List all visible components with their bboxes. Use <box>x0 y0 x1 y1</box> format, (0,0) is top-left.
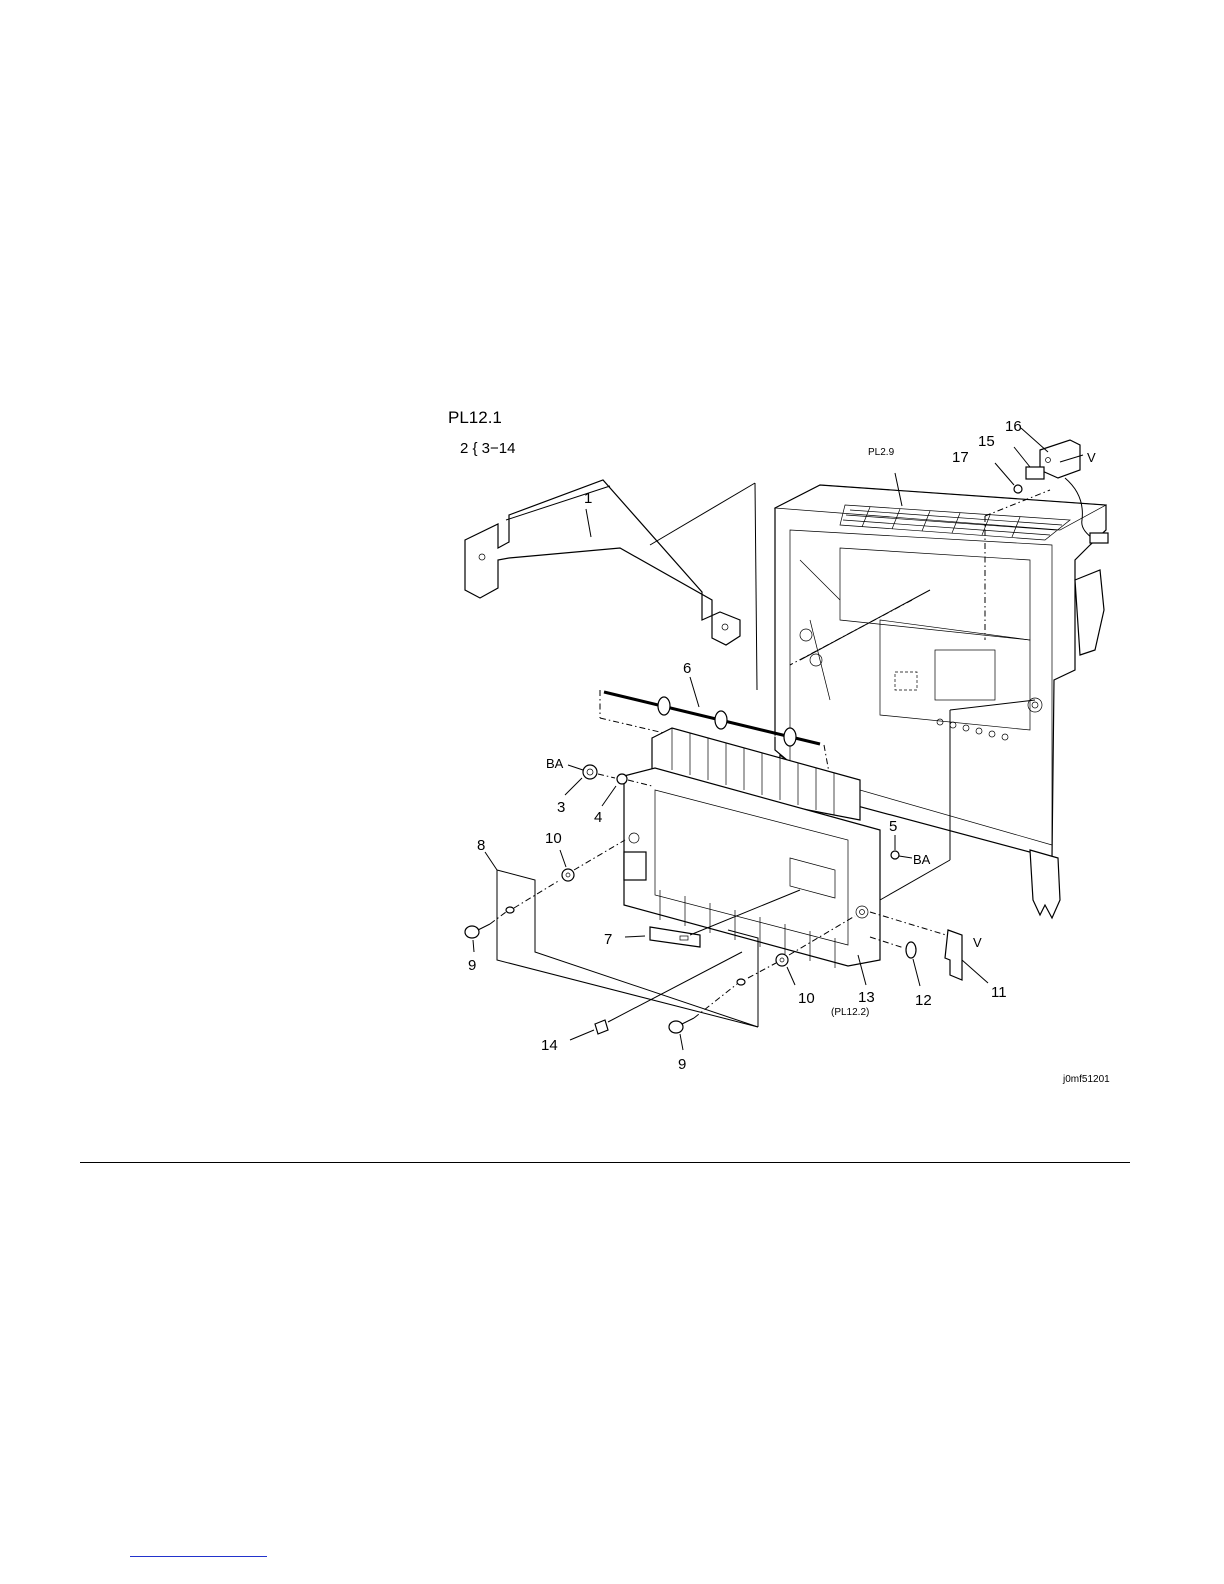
part-10-washer-upper <box>562 869 574 881</box>
callout-8: 8 <box>477 837 485 854</box>
callout-17: 17 <box>952 449 969 466</box>
part-12-spring <box>906 942 916 958</box>
callout-3: 3 <box>557 799 565 816</box>
tag-v-right: V <box>973 935 982 950</box>
callout-1: 1 <box>584 490 592 507</box>
callout-15: 15 <box>978 433 995 450</box>
footer-link-underline <box>130 1556 267 1557</box>
callout-9-lower: 9 <box>678 1056 686 1073</box>
part-10-washer-lower <box>776 954 788 966</box>
part-16-bracket <box>1040 440 1080 478</box>
plate-subtitle: 2 { 3−14 <box>460 440 515 457</box>
tag-ba-right: BA <box>913 852 931 867</box>
callout-6: 6 <box>683 660 691 677</box>
callout-16: 16 <box>1005 418 1022 435</box>
part-3-gear <box>583 765 597 779</box>
callout-5: 5 <box>889 818 897 835</box>
part-17-screw <box>1014 485 1022 493</box>
part-5-washer <box>891 851 899 859</box>
part-14-pad <box>595 1020 608 1034</box>
callout-9-upper: 9 <box>468 957 476 974</box>
part-9-screw-upper <box>465 907 514 938</box>
plate-title: PL12.1 <box>448 408 502 427</box>
callout-7: 7 <box>604 931 612 948</box>
frame-reference: PL2.9 <box>868 447 895 458</box>
part-11-bracket <box>945 930 962 980</box>
callout-12: 12 <box>915 992 932 1009</box>
footer-divider <box>80 1162 1130 1163</box>
guide-reference: (PL12.2) <box>831 1007 869 1018</box>
figure-id: j0mf51201 <box>1062 1074 1110 1085</box>
part-4-washer <box>617 774 627 784</box>
part-15-connector <box>1026 467 1044 479</box>
callout-11: 11 <box>991 984 1007 1001</box>
part-7-clip <box>650 927 700 947</box>
callout-10-upper: 10 <box>545 830 562 847</box>
part-1-bracket <box>465 480 740 645</box>
tag-v-top: V <box>1087 450 1096 465</box>
callout-10-lower: 10 <box>798 990 815 1007</box>
callout-4: 4 <box>594 809 602 826</box>
tag-ba-left: BA <box>546 756 564 771</box>
callout-13: 13 <box>858 989 875 1006</box>
callout-14: 14 <box>541 1037 558 1054</box>
